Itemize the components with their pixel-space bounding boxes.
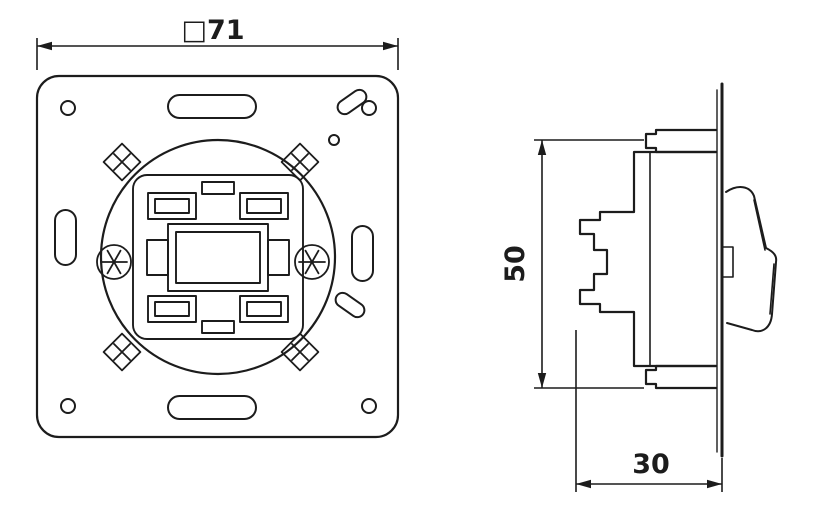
arrowhead-top: [537, 140, 547, 155]
rocker-inner-line: [753, 199, 775, 315]
screw-head-diamond: [280, 332, 320, 372]
screw-cross: [113, 153, 131, 171]
claw-screw-right: [294, 244, 330, 280]
width-dimension-label: □71: [181, 15, 244, 46]
screw-cross: [113, 343, 131, 361]
contact-tab-outer: [239, 295, 289, 323]
contact-tab-inner: [246, 198, 282, 214]
arrowhead-right: [383, 41, 398, 51]
claw-screw-star: [100, 249, 128, 275]
slot-left: [54, 209, 77, 266]
screw-head-diamond: [102, 332, 142, 372]
corner-hole: [361, 398, 377, 414]
claw-screw-head: [294, 244, 330, 280]
contact-tab-outer: [239, 192, 289, 220]
screw-head-diamond: [280, 142, 320, 182]
side-terminal-left: [146, 239, 169, 276]
rocker-hinge: [721, 246, 734, 278]
slot-bottom-right-tilted: [334, 291, 366, 319]
switch-mechanism: [132, 174, 304, 340]
slot-right: [351, 225, 374, 282]
rocker-outline: [725, 186, 778, 333]
claw-screw-star: [298, 249, 326, 275]
arrowhead-right: [707, 479, 722, 489]
corner-holes: [60, 100, 377, 414]
screw-cross: [291, 343, 309, 361]
claw-screw-head: [96, 244, 132, 280]
center-bar-top: [201, 181, 235, 195]
contact-tab-inner: [154, 301, 190, 317]
center-bar-bottom: [201, 320, 235, 334]
plunger-window-outer: [167, 223, 269, 292]
mechanism-frame: [132, 174, 304, 340]
side-terminal-right: [267, 239, 290, 276]
arrowhead-left: [576, 479, 591, 489]
plunger-window-inner: [175, 231, 261, 284]
bottom-fastener: [644, 364, 718, 390]
slot-bottom: [167, 395, 257, 420]
height-dimension-label: 50: [500, 245, 531, 283]
diagonal-screws: [102, 142, 320, 372]
slot-top: [167, 94, 257, 119]
depth-dimension-label: 30: [632, 449, 670, 480]
front-view: [35, 74, 400, 439]
depth-dimension: [575, 330, 723, 492]
height-dimension: [534, 139, 644, 389]
rocker-profile: [721, 186, 778, 333]
corner-hole: [60, 100, 76, 116]
arrowhead-left: [37, 41, 52, 51]
index-hole: [328, 134, 340, 146]
arrowhead-bottom: [537, 373, 547, 388]
contact-tab-outer: [147, 192, 197, 220]
corner-hole: [361, 100, 377, 116]
fixing-slots: [54, 88, 374, 420]
screw-cross: [291, 153, 309, 171]
slot-top-right-tilted: [336, 88, 368, 116]
top-fastener: [644, 128, 718, 154]
contact-tab-inner: [154, 198, 190, 214]
insert-body-with-claw: [578, 150, 718, 368]
claw-screw-left: [96, 244, 132, 280]
side-view: [578, 82, 778, 458]
mounting-plate-outline: [35, 74, 400, 439]
central-body-circle: [99, 138, 337, 376]
corner-hole: [60, 398, 76, 414]
contact-tab-outer: [147, 295, 197, 323]
width-dimension: [36, 38, 399, 70]
contact-tab-inner: [246, 301, 282, 317]
screw-head-diamond: [102, 142, 142, 182]
